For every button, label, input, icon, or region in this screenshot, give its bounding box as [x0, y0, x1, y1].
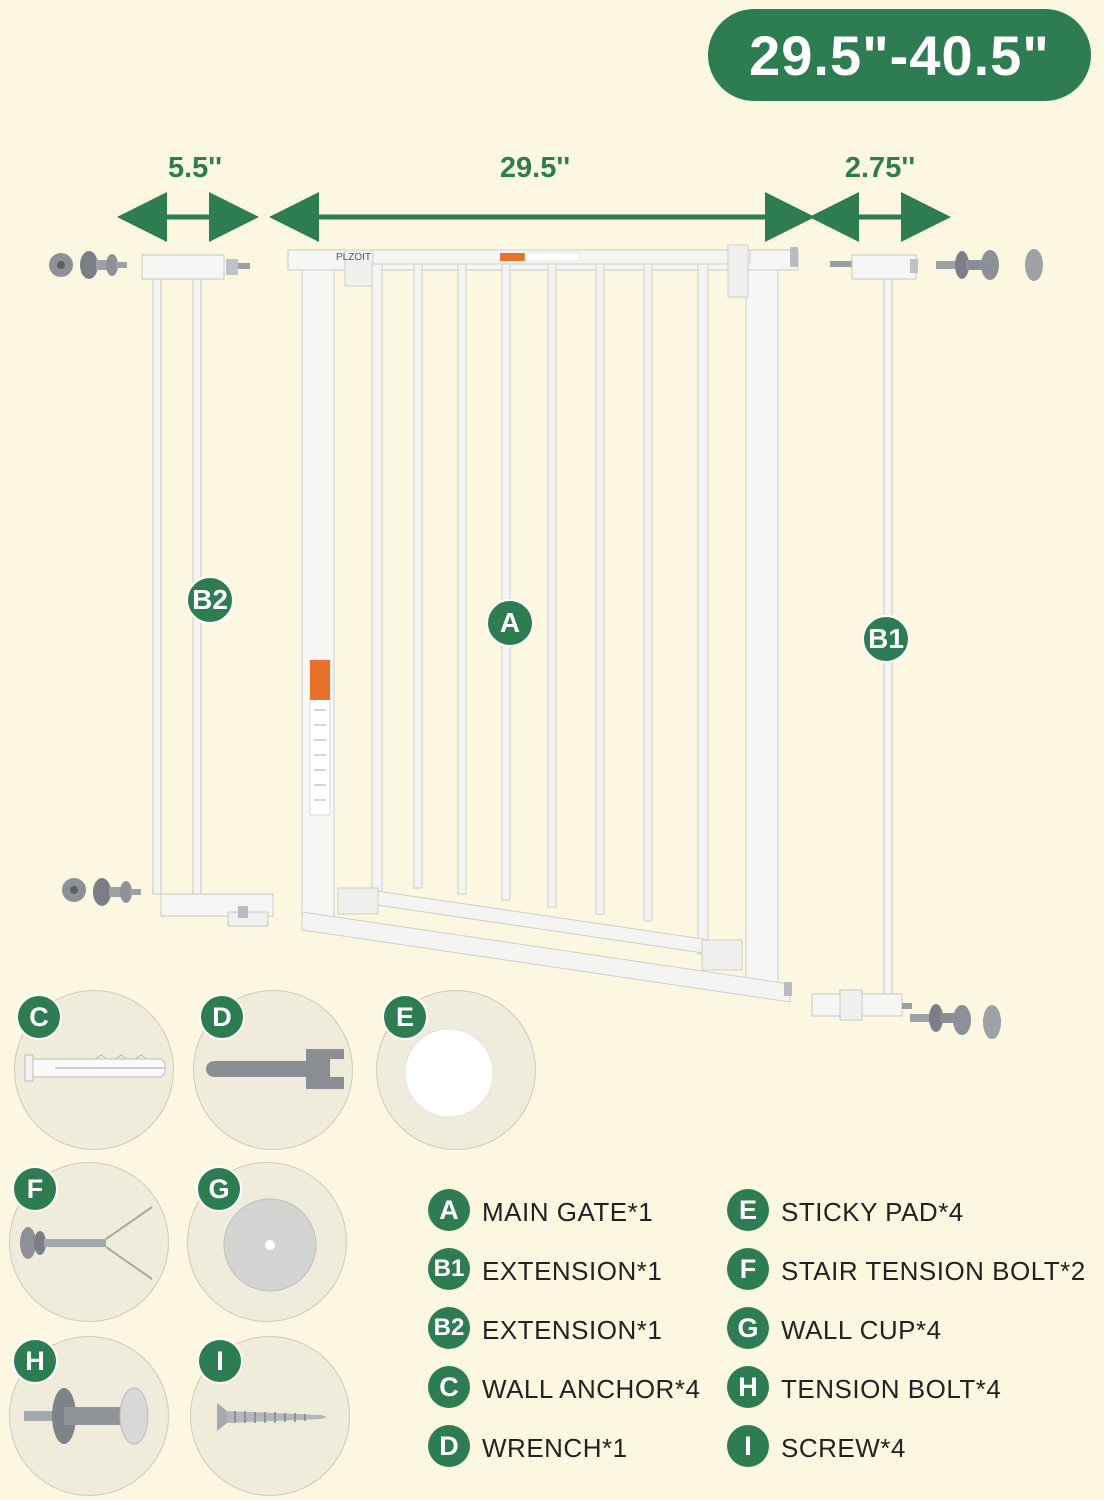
- size-range-badge: 29.5"-40.5": [708, 9, 1091, 101]
- badge-i: I: [197, 1338, 243, 1384]
- main-gate-width: 29.5'': [499, 152, 571, 184]
- legend-text-d: WRENCH*1: [482, 1433, 628, 1463]
- legend-badge-d: D: [428, 1425, 470, 1467]
- legend-text-b1: EXTENSION*1: [482, 1256, 663, 1286]
- legend-badge-b1: B1: [428, 1248, 470, 1290]
- legend-badge-i: I: [727, 1425, 769, 1467]
- main-gate: [287, 244, 799, 1003]
- legend-badge-g: G: [727, 1307, 769, 1349]
- legend-badge-e: E: [727, 1189, 769, 1231]
- legend-badge-a: A: [428, 1189, 470, 1231]
- tension-bolt-top-right: [936, 249, 1043, 281]
- legend-text-g: WALL CUP*4: [781, 1315, 942, 1345]
- tension-bolt-bottom-right: [910, 1004, 1001, 1039]
- badge-b1: B1: [862, 615, 910, 663]
- legend-text-e: STICKY PAD*4: [781, 1197, 964, 1227]
- left-extension-width: 5.5'': [167, 152, 223, 184]
- legend-text-f: STAIR TENSION BOLT*2: [781, 1256, 1086, 1286]
- badge-e: E: [382, 994, 428, 1040]
- badge-b2: B2: [186, 576, 234, 624]
- legend-badge-f: F: [727, 1248, 769, 1290]
- badge-c: C: [16, 994, 62, 1040]
- badge-g: G: [196, 1166, 242, 1212]
- legend-text-b2: EXTENSION*1: [482, 1315, 663, 1345]
- legend-badge-c: C: [428, 1366, 470, 1408]
- part-wall-anchor: [14, 990, 174, 1150]
- legend-text-i: SCREW*4: [781, 1433, 906, 1463]
- legend-badge-h: H: [727, 1366, 769, 1408]
- part-stair-tension-bolt: [9, 1162, 169, 1322]
- badge-f: F: [12, 1166, 58, 1212]
- legend-text-h: TENSION BOLT*4: [781, 1374, 1002, 1404]
- legend-badge-b2: B2: [428, 1307, 470, 1349]
- badge-d: D: [199, 994, 245, 1040]
- badge-a: A: [486, 599, 534, 647]
- tension-bolt-top-left: [49, 251, 127, 279]
- legend-text-a: MAIN GATE*1: [482, 1197, 654, 1227]
- badge-h: H: [12, 1338, 58, 1384]
- right-extension-width: 2.75'': [844, 152, 916, 184]
- tension-bolt-bottom-left: [62, 878, 141, 906]
- brand-text: PLZOIT: [336, 252, 372, 263]
- legend-text-c: WALL ANCHOR*4: [482, 1374, 701, 1404]
